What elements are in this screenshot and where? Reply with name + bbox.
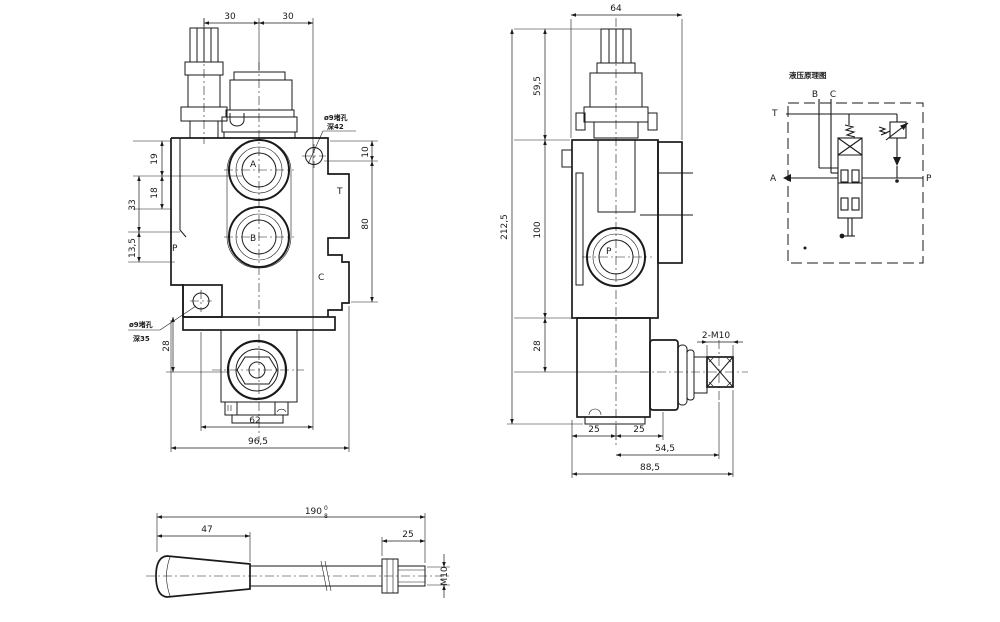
port-b-label: B (250, 234, 256, 244)
dim-190: 190 (305, 507, 322, 517)
relief-valve-stack (180, 18, 228, 144)
top-cap (221, 71, 298, 139)
dim-30-right: 30 (282, 12, 294, 22)
hydraulic-schematic: 液压原理图 T B C A P (770, 70, 932, 264)
relief-flow-arrow (893, 157, 901, 166)
lever-pivot-dot (839, 233, 845, 239)
side-dimensions: 64 59,5 100 28 212,5 2-M10 (500, 4, 743, 478)
spool-symbol (837, 124, 863, 239)
schematic-p-label: P (926, 174, 932, 184)
dim-88-5: 88,5 (640, 463, 660, 473)
dim-25-lever: 25 (402, 530, 413, 540)
port-b: B (224, 206, 294, 268)
front-dimensions: 30 30 19 18 33 13,5 10 80 (128, 12, 378, 452)
side-view: P 64 (500, 4, 748, 478)
joystick-mount (640, 339, 748, 411)
schematic-c-label: A (770, 174, 777, 184)
schematic-border (787, 102, 924, 264)
dim-13-5: 13,5 (128, 238, 138, 258)
port-t-front-label: T (336, 187, 343, 197)
spool-spring (844, 124, 856, 138)
port-a: A (224, 139, 294, 201)
dim-m10: M10 (440, 566, 450, 585)
schematic-t-label: T (771, 109, 778, 119)
side-foot-dome (588, 408, 602, 416)
dim-28-front: 28 (162, 340, 172, 352)
dim-2-m10: 2-M10 (702, 331, 730, 341)
dim-212-5: 212,5 (500, 214, 510, 240)
schematic-title: 液压原理图 (789, 70, 827, 80)
lever-view: 190 0 8 47 25 M10 (146, 505, 452, 598)
bottom-boss (212, 339, 304, 401)
port-p-side: P (582, 227, 652, 287)
dim-59-5: 59,5 (533, 76, 543, 96)
schematic-b-label: B (812, 90, 818, 100)
dim-47: 47 (201, 525, 212, 535)
plug-hole-bottom: ø9堵孔 深35 (128, 290, 212, 343)
lever-handle (146, 555, 452, 598)
port-p-side-label: P (606, 247, 612, 257)
valve-body-front (170, 62, 350, 442)
dim-33: 33 (128, 199, 138, 210)
border-dot (803, 246, 807, 250)
junction-dot (895, 179, 899, 183)
port-a-label: A (250, 160, 257, 170)
port-p-front-label: P (172, 244, 178, 254)
foot-dome (276, 408, 287, 413)
dim-25-left: 25 (588, 425, 599, 435)
valve-body-side (561, 139, 693, 425)
relief-spring (878, 126, 891, 136)
dim-100: 100 (533, 221, 543, 238)
dim-190-tol-bottom: 8 (324, 513, 328, 520)
dim-54-5: 54,5 (655, 444, 675, 454)
dim-28-side: 28 (533, 340, 543, 352)
dim-30-left: 30 (224, 12, 236, 22)
front-view: A B P T C ø9堵孔 深42 (128, 12, 378, 452)
plug-note-bottom-line2: 深35 (133, 334, 150, 343)
dim-10: 10 (361, 146, 371, 158)
dim-62: 62 (249, 416, 260, 426)
dim-64: 64 (610, 4, 622, 14)
detent-cup (229, 113, 245, 127)
c-flow-arrow (783, 174, 791, 182)
plug-note-top-line2: 深42 (327, 122, 344, 131)
dim-190-tol-top: 0 (324, 505, 328, 512)
plug-note-bottom-line1: ø9堵孔 (129, 320, 153, 329)
relief-valve-symbol (878, 114, 909, 183)
schematic-a-label: C (830, 90, 836, 100)
dim-25-right: 25 (633, 425, 644, 435)
dim-96-5: 96,5 (248, 437, 268, 447)
side-bonnet (575, 18, 658, 445)
dim-18: 18 (150, 187, 160, 199)
dim-80: 80 (361, 218, 371, 230)
plug-hole-top: ø9堵孔 深42 (302, 113, 356, 168)
plug-note-top-line1: ø9堵孔 (324, 113, 348, 122)
dim-19: 19 (150, 153, 160, 165)
lever-dimensions: 190 0 8 47 25 M10 (156, 505, 450, 598)
grip-cap-arc (166, 556, 171, 597)
port-c-front-label: C (318, 273, 324, 283)
